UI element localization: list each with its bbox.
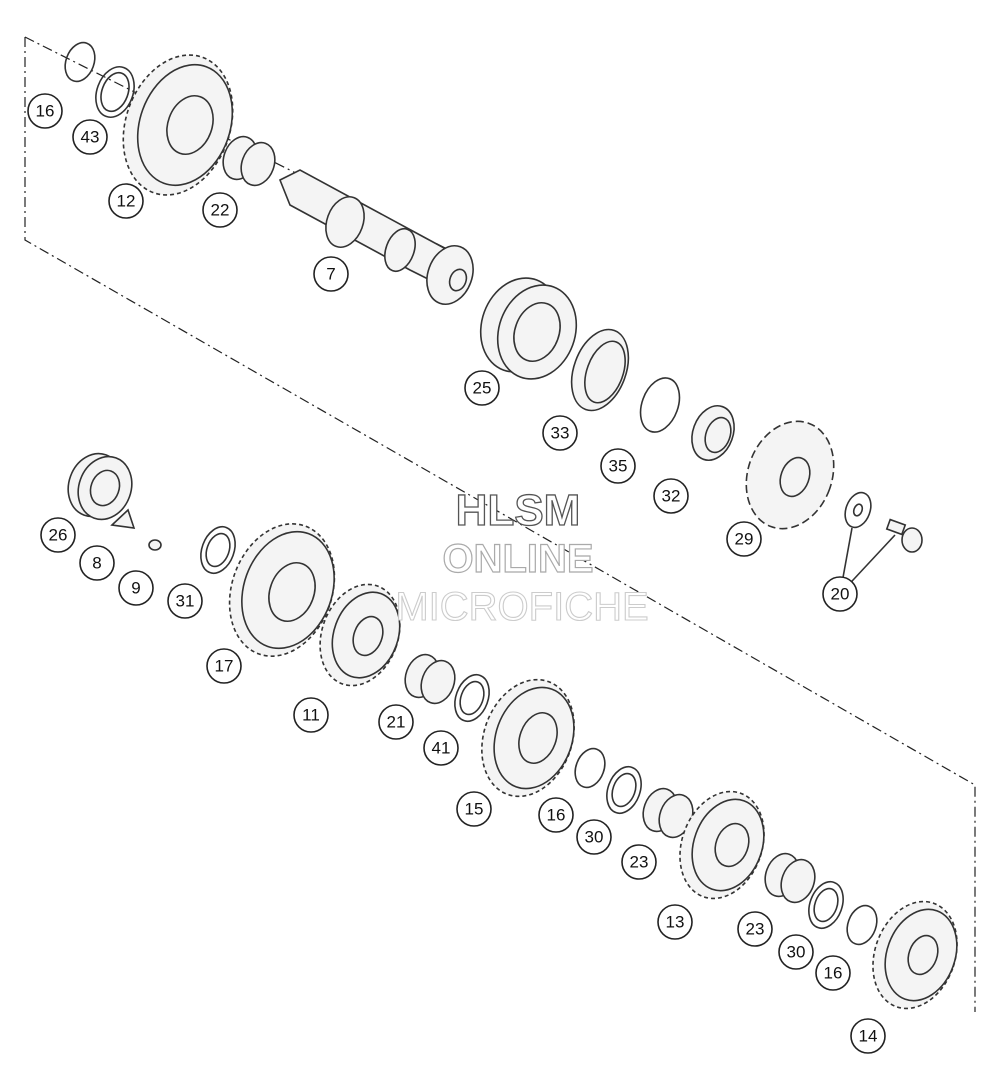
needle-bearing-21 (404, 653, 456, 705)
snap-ring-16-lower (846, 904, 878, 946)
watermark-line3: MICROFICHE (395, 585, 648, 629)
sprocket-29 (745, 420, 835, 530)
svg-text:14: 14 (859, 1027, 878, 1046)
svg-text:43: 43 (81, 128, 100, 147)
svg-text:23: 23 (746, 920, 765, 939)
callout-31: 31 (167, 583, 203, 619)
bearing-25 (479, 277, 578, 380)
gear-13 (679, 790, 765, 900)
o-ring-35 (639, 377, 681, 433)
svg-text:13: 13 (666, 913, 685, 932)
callout-23-middle: 23 (621, 844, 657, 880)
callout-30-middle: 30 (576, 819, 612, 855)
svg-text:41: 41 (432, 739, 451, 758)
svg-text:21: 21 (387, 713, 406, 732)
gear-17 (228, 523, 336, 657)
lock-plate-8 (110, 508, 136, 529)
watermark-line2: ONLINE (442, 537, 593, 581)
screw-9 (148, 539, 162, 551)
svg-text:22: 22 (211, 201, 230, 220)
callout-41: 41 (423, 730, 459, 766)
svg-text:16: 16 (824, 964, 843, 983)
callout-9: 9 (118, 570, 154, 606)
svg-text:11: 11 (302, 706, 320, 725)
callout-7: 7 (313, 256, 349, 292)
svg-text:9: 9 (131, 579, 140, 598)
washer-43 (95, 66, 135, 118)
svg-text:25: 25 (473, 379, 492, 398)
callout-8: 8 (79, 545, 115, 581)
gear-11 (319, 583, 401, 687)
svg-text:17: 17 (215, 657, 234, 676)
washer-20 (844, 491, 872, 529)
svg-text:35: 35 (609, 457, 628, 476)
svg-text:30: 30 (787, 943, 806, 962)
svg-text:16: 16 (36, 102, 55, 121)
svg-text:7: 7 (326, 265, 335, 284)
callout-21: 21 (378, 704, 414, 740)
svg-text:26: 26 (49, 526, 68, 545)
needle-bearing-22 (222, 135, 276, 187)
callout-30-lower: 30 (778, 934, 814, 970)
washer-41 (454, 673, 490, 723)
watermark: HLSM ONLINE MICROFICHE (395, 485, 649, 629)
callout-25: 25 (464, 370, 500, 406)
gear-12 (122, 54, 234, 196)
callout-11: 11 (293, 697, 329, 733)
svg-text:20: 20 (831, 585, 850, 604)
callout-16-top: 16 (27, 93, 63, 129)
callout-15: 15 (456, 791, 492, 827)
callout-14: 14 (850, 1018, 886, 1054)
callouts: 16 43 12 22 7 25 33 35 32 29 20 26 8 9 3… (27, 93, 886, 1054)
snap-ring-16-top (64, 41, 96, 83)
needle-bearing-23-middle (642, 787, 694, 839)
callout-26: 26 (40, 517, 76, 553)
callout-20: 20 (822, 576, 858, 612)
washer-30-lower (808, 880, 844, 930)
svg-text:32: 32 (662, 487, 681, 506)
svg-text:30: 30 (585, 828, 604, 847)
bolt-20 (885, 518, 923, 553)
svg-text:33: 33 (551, 424, 570, 443)
callout-12: 12 (108, 183, 144, 219)
svg-text:23: 23 (630, 853, 649, 872)
svg-text:12: 12 (117, 192, 136, 211)
shaft-seal-33 (570, 328, 630, 412)
snap-ring-16-middle (574, 747, 606, 789)
callout-23-lower: 23 (737, 911, 773, 947)
watermark-line1: HLSM (456, 486, 581, 535)
gear-15 (481, 678, 575, 798)
svg-text:15: 15 (465, 800, 484, 819)
callout-29: 29 (726, 521, 762, 557)
callout-13: 13 (657, 904, 693, 940)
washer-31 (200, 525, 236, 575)
callout-33: 33 (542, 415, 578, 451)
callout-16-middle: 16 (538, 797, 574, 833)
svg-text:31: 31 (176, 592, 195, 611)
gear-14 (872, 900, 958, 1010)
callout-17: 17 (206, 648, 242, 684)
spacer-32 (691, 405, 735, 461)
washer-30-middle (606, 765, 642, 815)
callout-35: 35 (600, 448, 636, 484)
callout-22: 22 (202, 192, 238, 228)
svg-text:16: 16 (547, 806, 566, 825)
callout-16-lower: 16 (815, 955, 851, 991)
shaft-7 (278, 169, 474, 305)
bearing-26 (67, 452, 133, 521)
callout-43: 43 (72, 119, 108, 155)
svg-text:8: 8 (92, 554, 101, 573)
callout-32: 32 (653, 478, 689, 514)
needle-bearing-23-lower (764, 852, 816, 904)
svg-text:29: 29 (735, 530, 754, 549)
